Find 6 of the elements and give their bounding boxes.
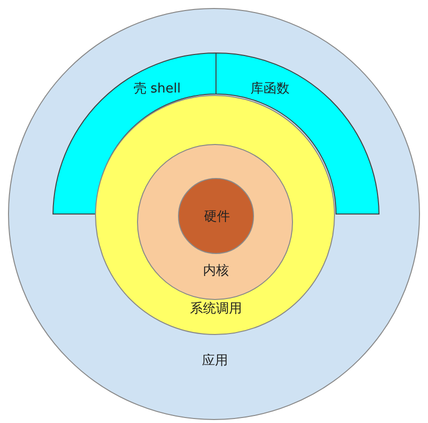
layer-label: 系统调用 <box>190 302 242 316</box>
layer-label: 硬件 <box>204 210 230 224</box>
layer-label: 库函数 <box>250 82 290 96</box>
layer-label: 内核 <box>203 264 229 278</box>
layer-label: 壳 shell <box>133 82 181 96</box>
layer-label: 应用 <box>202 354 228 368</box>
